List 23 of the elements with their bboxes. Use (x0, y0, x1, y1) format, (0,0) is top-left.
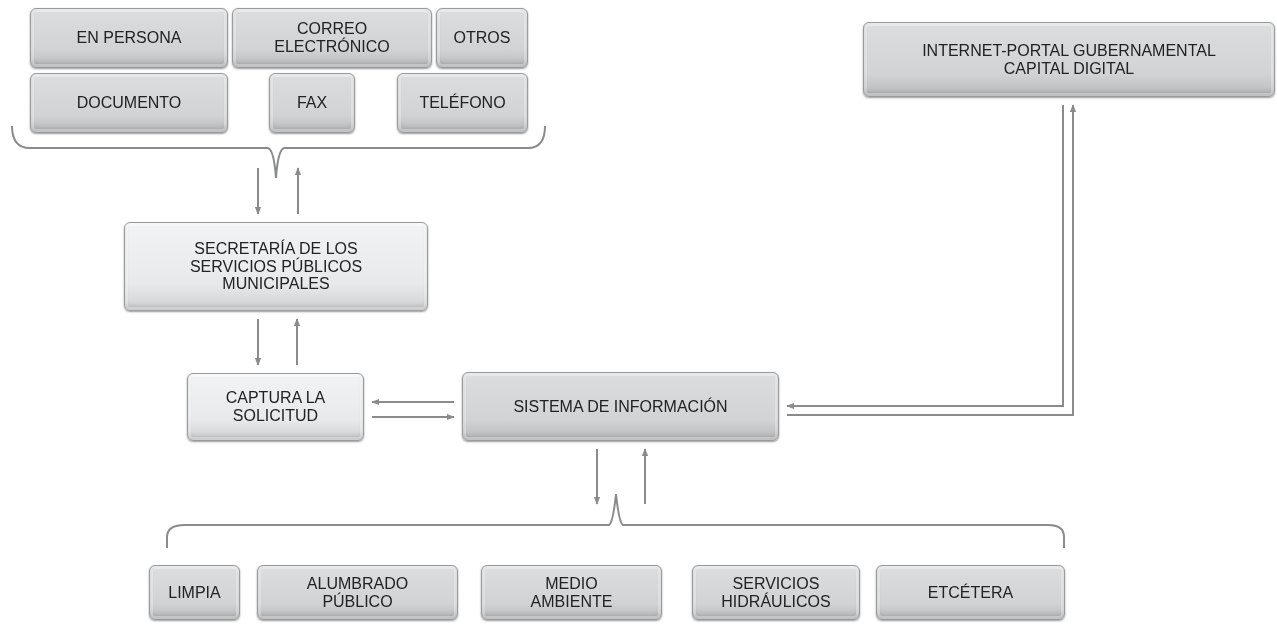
arrow (254, 318, 262, 366)
process-box: LIMPIA (149, 565, 240, 620)
process-box: SISTEMA DE INFORMACIÓN (462, 372, 779, 441)
process-box: OTROS (436, 8, 528, 68)
process-box: ETCÉTERA (876, 565, 1065, 620)
arrow (371, 413, 455, 421)
process-box: INTERNET-PORTAL GUBERNAMENTAL CAPITAL DIGITAL (863, 22, 1275, 97)
process-box: FAX (269, 73, 355, 133)
process-box: SECRETARÍA DE LOS SERVICIOS PÚBLICOS MUNICIPALES (124, 222, 428, 311)
arrow (254, 167, 262, 215)
arrow (371, 398, 455, 406)
process-box: EN PERSONA (30, 8, 228, 68)
arrow (593, 448, 601, 505)
process-box: MEDIO AMBIENTE (481, 565, 662, 620)
process-box: TELÉFONO (397, 73, 528, 133)
process-box: ALUMBRADO PÚBLICO (257, 565, 458, 620)
arrow (641, 448, 649, 505)
process-box: CORREO ELECTRÓNICO (232, 8, 432, 68)
process-box: CAPTURA LA SOLICITUD (187, 373, 364, 441)
arrow (294, 167, 302, 215)
process-box: DOCUMENTO (30, 73, 228, 133)
arrow (293, 318, 301, 366)
process-box: SERVICIOS HIDRÁULICOS (692, 565, 860, 620)
